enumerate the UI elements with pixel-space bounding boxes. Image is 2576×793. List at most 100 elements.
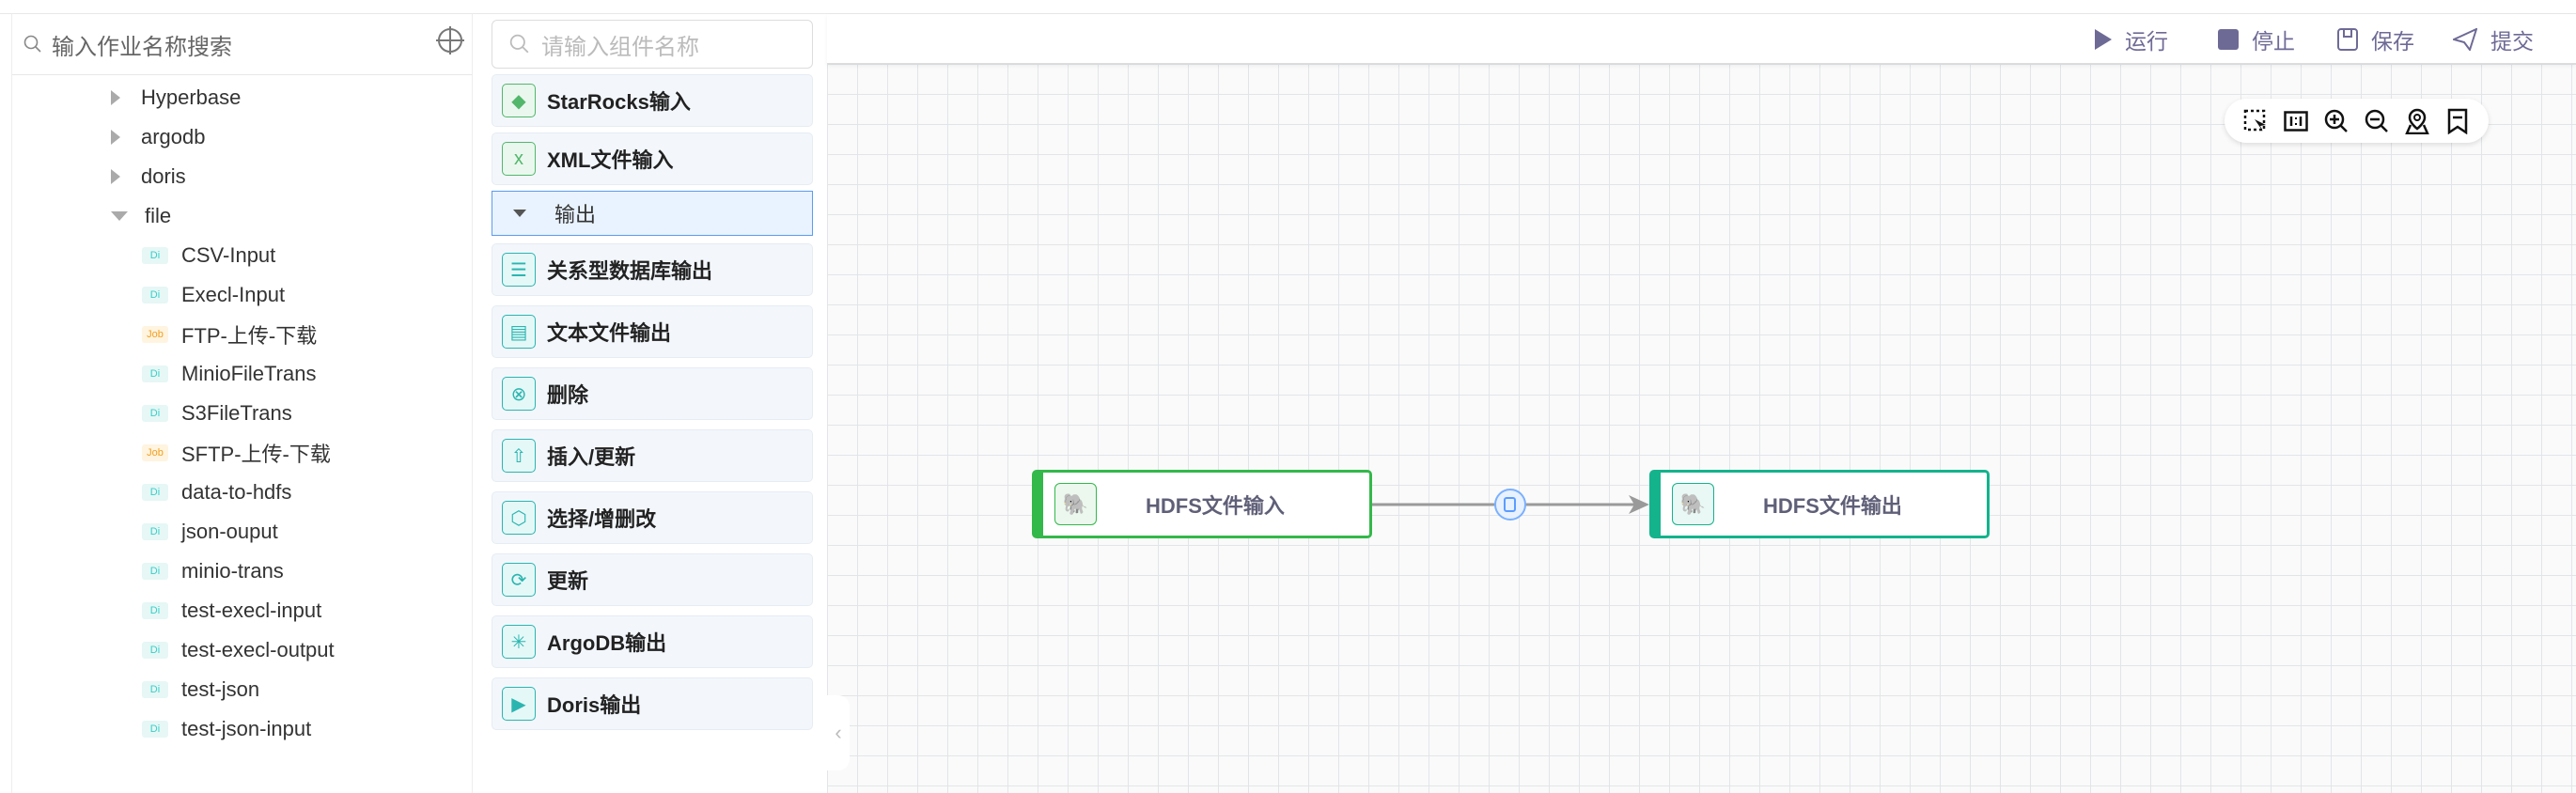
component-search-placeholder: 请输入组件名称 (541, 34, 699, 60)
zoom-out-icon[interactable] (2363, 107, 2391, 135)
job-search[interactable]: 输入作业名称搜索 (12, 14, 472, 75)
job-label: test-execl-input (181, 599, 322, 622)
zoom-controls (2225, 99, 2489, 143)
component-card[interactable]: ⇧ 插入/更新 (492, 429, 813, 482)
tree-folder[interactable]: argodb (111, 117, 206, 157)
job-label: CSV-Input (181, 243, 276, 267)
tree-job-item[interactable]: Di S3FileTrans (142, 394, 292, 433)
component-label: Doris输出 (547, 693, 642, 717)
tree-job-item[interactable]: Di minio-trans (142, 552, 284, 591)
output-group-header[interactable]: 输出 (492, 191, 813, 236)
zoom-in-icon[interactable] (2322, 107, 2350, 135)
component-card[interactable]: ⟳更新 (492, 553, 813, 606)
starrocks-icon: ◆ (502, 84, 536, 117)
component-card[interactable]: ▤文本文件输出 (492, 305, 813, 358)
component-card[interactable]: ⊗ 删除 (492, 367, 813, 420)
job-type-badge: Di (142, 405, 168, 422)
flow-canvas[interactable] (827, 64, 2576, 793)
component-label: ArgoDB输出 (547, 631, 667, 655)
top-strip (0, 0, 2576, 14)
refresh-icon: ⟳ (502, 563, 536, 597)
box-select-icon[interactable] (2241, 107, 2270, 135)
component-card[interactable]: ◆ StarRocks输入 (492, 74, 813, 127)
job-type-badge: Di (142, 563, 168, 580)
edge-copy-icon[interactable] (1494, 489, 1526, 521)
bookmark-icon[interactable] (2443, 107, 2472, 135)
tree-folder[interactable]: doris (111, 157, 186, 196)
collapse-panel-handle[interactable]: ‹ (827, 695, 850, 770)
insert-update-icon: ⇧ (502, 439, 536, 473)
caret-right-icon[interactable] (111, 130, 120, 145)
component-card[interactable]: ▶Doris输出 (492, 677, 813, 730)
job-search-placeholder: 输入作业名称搜索 (52, 34, 232, 60)
hadoop-elephant-icon: 🐘 (1054, 483, 1097, 525)
job-type-badge: Di (142, 681, 168, 698)
locate-icon[interactable] (436, 26, 464, 54)
component-label: 文本文件输出 (547, 321, 672, 345)
caret-right-icon[interactable] (111, 90, 120, 105)
component-card[interactable]: ☰关系型数据库输出 (492, 243, 813, 296)
component-label: 选择/增删改 (547, 507, 657, 531)
job-type-badge: Di (142, 602, 168, 619)
save-icon (2337, 27, 2358, 51)
job-label: test-json-input (181, 717, 312, 740)
job-label: Execl-Input (181, 283, 286, 306)
tree-folder[interactable]: Hyperbase (111, 78, 241, 117)
job-label: test-execl-output (181, 638, 335, 661)
job-type-badge: Di (142, 247, 168, 264)
delete-icon: ⊗ (502, 377, 536, 411)
arrow-head (1629, 495, 1649, 514)
hadoop-elephant-icon: 🐘 (1672, 483, 1714, 525)
submit-button[interactable]: 提交 (2453, 14, 2534, 64)
job-type-badge: Di (142, 287, 168, 303)
job-type-badge: Di (142, 365, 168, 382)
caret-down-icon (513, 210, 526, 217)
run-label: 运行 (2125, 28, 2168, 54)
component-card[interactable]: ⬡ 选择/增删改 (492, 491, 813, 544)
send-icon (2453, 27, 2477, 51)
tree-job-item[interactable]: Job SFTP-上传-下载 (142, 433, 331, 473)
save-button[interactable]: 保存 (2337, 14, 2414, 64)
folder-label: doris (141, 164, 186, 188)
component-label: 删除 (547, 383, 589, 407)
actual-size-icon[interactable] (2282, 107, 2310, 135)
tree-folder[interactable]: file (111, 196, 171, 236)
caret-right-icon[interactable] (111, 169, 120, 184)
job-type-badge: Di (142, 721, 168, 738)
search-icon (23, 35, 41, 53)
job-label: SFTP-上传-下载 (181, 443, 331, 466)
tree-job-item[interactable]: Di test-json-input (142, 709, 311, 749)
component-card[interactable]: ✳ ArgoDB输出 (492, 615, 813, 668)
stop-label: 停止 (2252, 28, 2295, 54)
job-label: minio-trans (181, 559, 284, 583)
component-label: 插入/更新 (547, 445, 636, 469)
component-label: StarRocks输入 (547, 90, 691, 114)
job-label: json-ouput (181, 520, 278, 543)
tree-job-item[interactable]: Di CSV-Input (142, 236, 275, 275)
job-type-badge: Job (142, 444, 168, 461)
job-label: S3FileTrans (181, 401, 292, 425)
stop-button[interactable]: 停止 (2218, 14, 2295, 64)
canvas-toolbar: 运行 停止 保存 提交 (827, 14, 2576, 64)
node-hdfs-input[interactable]: 🐘 HDFS文件输入 (1032, 470, 1372, 538)
component-search[interactable]: 请输入组件名称 (492, 20, 813, 69)
locate-pin-icon[interactable] (2403, 107, 2431, 135)
tree-job-item[interactable]: Di Execl-Input (142, 275, 285, 315)
tree-job-item[interactable]: Di MinioFileTrans (142, 354, 316, 394)
node-hdfs-output[interactable]: 🐘 HDFS文件输出 (1649, 470, 1990, 538)
cube-icon: ⬡ (502, 501, 536, 535)
folder-label: Hyperbase (141, 86, 242, 109)
job-label: MinioFileTrans (181, 362, 317, 385)
caret-down-icon[interactable] (111, 211, 128, 221)
run-button[interactable]: 运行 (2095, 14, 2168, 64)
job-type-badge: Job (142, 326, 168, 343)
argodb-icon: ✳ (502, 625, 536, 659)
tree-job-item[interactable]: Di test-execl-input (142, 591, 321, 630)
